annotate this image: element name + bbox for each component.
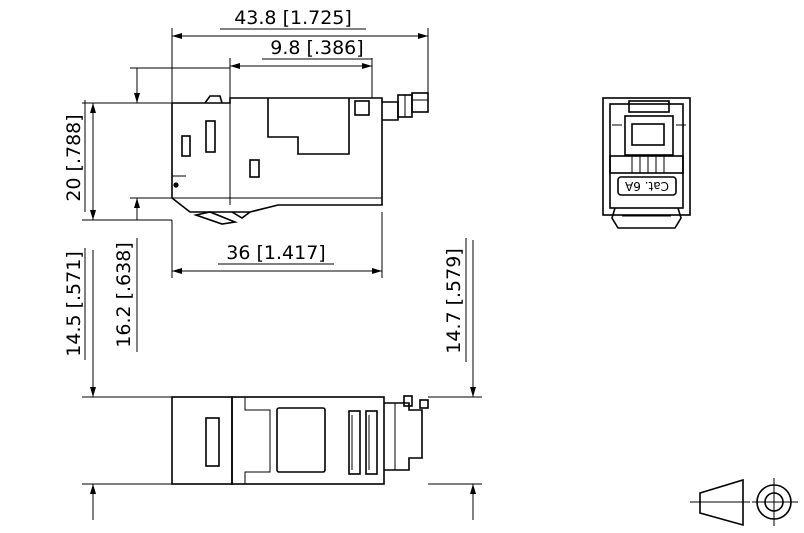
side-view	[171, 92, 429, 225]
first-angle-projection-icon	[690, 478, 798, 527]
top-view	[171, 395, 429, 485]
slot-right	[249, 159, 260, 178]
top-rib-1	[348, 410, 361, 475]
dim-width-a: 14.5 [.571]	[63, 251, 85, 356]
cat-label-box	[617, 176, 677, 196]
window-square	[354, 100, 370, 116]
dim-width-c: 14.7 [.579]	[443, 248, 465, 353]
dim-width-b: 16.2 [.638]	[113, 242, 135, 347]
dim-overall-length: 43.8 [1.725]	[234, 7, 352, 29]
slot-small	[181, 135, 191, 157]
front-view: Cat. 6A	[602, 97, 691, 229]
top-rib-2	[365, 410, 378, 475]
top-slot	[205, 417, 220, 467]
dim-latch-length: 9.8 [.386]	[270, 37, 363, 59]
slot-tall	[205, 120, 216, 153]
dim-height: 20 [.788]	[63, 114, 85, 201]
top-window	[276, 407, 326, 473]
cat-marking: Cat. 6A	[624, 179, 669, 193]
dimension-lines	[82, 28, 482, 520]
dim-body-length: 36 [1.417]	[226, 242, 325, 264]
latch-tip	[411, 92, 429, 113]
